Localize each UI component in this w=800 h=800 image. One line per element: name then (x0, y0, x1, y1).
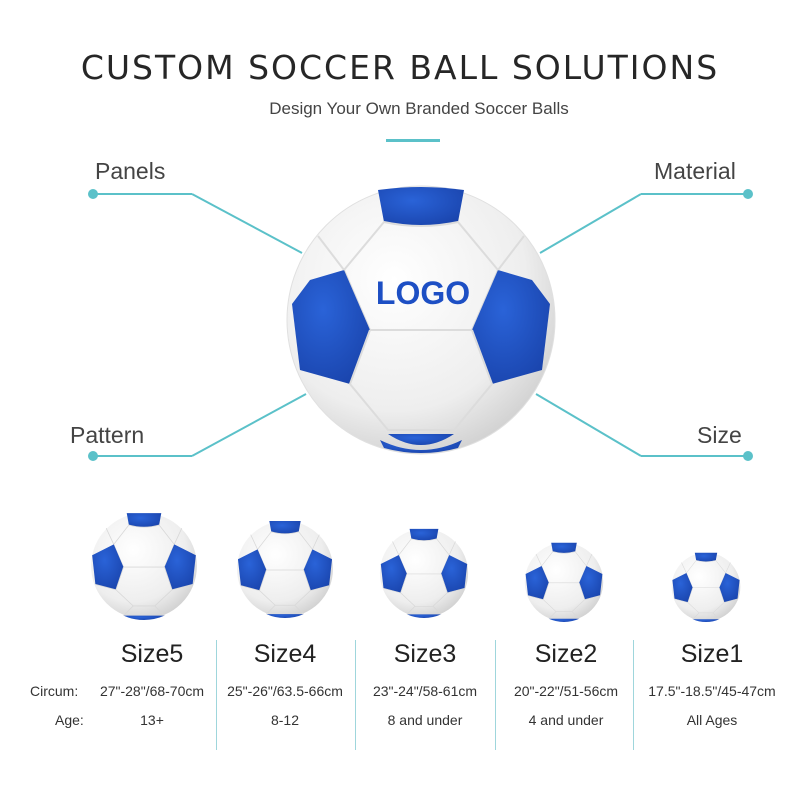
size3-age: 8 and under (387, 712, 463, 728)
size3-circum: 23"-24"/58-61cm (372, 683, 478, 699)
ball-size2 (524, 542, 604, 622)
size2-circum: 20"-22"/51-56cm (513, 683, 619, 699)
main-soccer-ball: LOGO (286, 185, 556, 455)
size5-circum: 27"-28"/68-70cm (99, 683, 205, 699)
callout-lines (93, 193, 748, 457)
size2-name: Size2 (534, 640, 598, 668)
column-divider (216, 640, 217, 750)
column-divider (495, 640, 496, 750)
size4-name: Size4 (253, 640, 317, 668)
callout-pattern: Pattern (70, 422, 145, 448)
column-divider (355, 640, 356, 750)
material-dot (743, 189, 753, 199)
column-divider (633, 640, 634, 750)
ball-size1 (671, 552, 741, 622)
size4-circum: 25"-26"/63.5-66cm (227, 683, 343, 699)
pattern-dot (88, 451, 98, 461)
callout-material: Material (654, 158, 736, 184)
page-title: CUSTOM SOCCER BALL SOLUTIONS (80, 48, 720, 87)
callout-panels: Panels (95, 158, 166, 184)
size-balls (90, 512, 741, 622)
size2-age: 4 and under (528, 712, 604, 728)
circum-row-label: Circum: (30, 683, 79, 699)
ball-size3 (379, 528, 469, 618)
size1-name: Size1 (680, 640, 744, 668)
callout-dots (88, 189, 753, 461)
panels-dot (88, 189, 98, 199)
size-dot (743, 451, 753, 461)
title-divider (386, 139, 440, 142)
size5-name: Size5 (120, 640, 184, 668)
size5-age: 13+ (140, 712, 164, 728)
age-row-label: Age: (55, 712, 84, 728)
size4-age: 8-12 (270, 712, 300, 728)
ball-size4 (236, 520, 334, 618)
size1-age: All Ages (686, 712, 738, 728)
page-subtitle: Design Your Own Branded Soccer Balls (269, 99, 569, 118)
ball-logo-text: LOGO (376, 275, 470, 311)
size1-circum: 17.5"-18.5"/45-47cm (648, 683, 776, 699)
callout-size: Size (697, 422, 742, 448)
ball-size5 (90, 512, 198, 620)
size3-name: Size3 (393, 640, 457, 668)
